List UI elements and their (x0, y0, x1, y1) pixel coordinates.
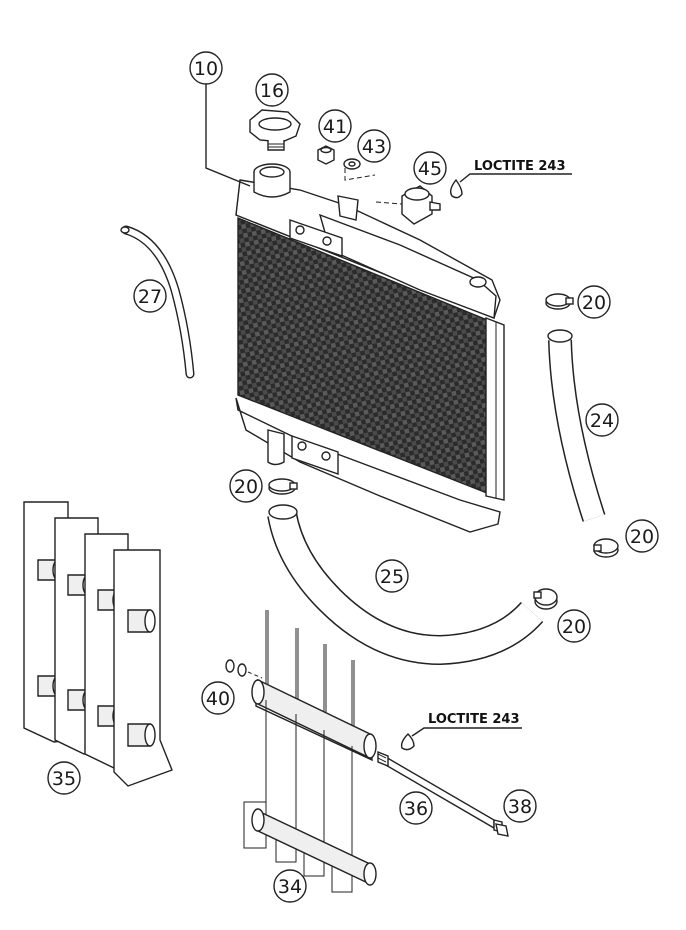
loctite-note-bottom: LOCTITE 243 (428, 712, 520, 727)
hose-clamp (545, 293, 574, 310)
guard-plate (113, 549, 173, 787)
callout-25: 25 (375, 559, 409, 593)
callout-40-label: 40 (206, 688, 230, 710)
rubber-buffer (375, 185, 441, 225)
callout-20-label: 20 (630, 526, 654, 548)
callout-45-label: 45 (418, 158, 442, 180)
callout-34-label: 34 (278, 876, 302, 898)
callout-45: 45 (413, 151, 447, 185)
callout-41: 41 (318, 109, 352, 143)
callout-38-label: 38 (508, 796, 532, 818)
callout-24-label: 24 (590, 410, 614, 432)
guard-plates (23, 501, 173, 787)
callout-20: 20 (229, 469, 263, 503)
callout-10-label: 10 (194, 58, 218, 80)
callout-20: 20 (557, 609, 591, 643)
callout-20: 20 (625, 519, 659, 553)
loctite-drop-icon (449, 178, 463, 199)
long-bolt (377, 750, 495, 830)
hose-clamp (593, 538, 619, 558)
callout-20-label: 20 (582, 292, 606, 314)
callout-27: 27 (133, 279, 167, 313)
callout-43: 43 (357, 129, 391, 163)
hose-clamp (268, 478, 298, 495)
callout-40: 40 (201, 681, 235, 715)
hose-24 (547, 329, 606, 522)
callout-16-label: 16 (260, 80, 284, 102)
callout-38: 38 (503, 789, 537, 823)
hose-27 (120, 225, 195, 379)
callout-16: 16 (255, 73, 289, 107)
callout-35: 35 (47, 761, 81, 795)
radiator-cap (249, 109, 301, 151)
loctite-note-top: LOCTITE 243 (474, 159, 566, 174)
callout-24: 24 (585, 403, 619, 437)
callout-20: 20 (577, 285, 611, 319)
screw (493, 819, 509, 837)
callout-36-label: 36 (404, 798, 428, 820)
callout-36: 36 (399, 791, 433, 825)
callout-35-label: 35 (52, 768, 76, 790)
washer (343, 158, 361, 170)
callout-20-label: 20 (562, 616, 586, 638)
spacer-guards (243, 610, 377, 893)
callout-27-label: 27 (138, 286, 162, 308)
nut (317, 145, 335, 165)
callout-43-label: 43 (362, 136, 386, 158)
o-rings (225, 659, 263, 679)
callout-10: 10 (189, 51, 223, 85)
loctite-drop-icon (400, 733, 415, 751)
hose-clamp (533, 588, 558, 610)
callout-20-label: 20 (234, 476, 258, 498)
radiator (235, 163, 505, 533)
hose-25 (267, 504, 544, 666)
callout-25-label: 25 (380, 566, 404, 588)
callout-34: 34 (273, 869, 307, 903)
callout-41-label: 41 (323, 116, 347, 138)
